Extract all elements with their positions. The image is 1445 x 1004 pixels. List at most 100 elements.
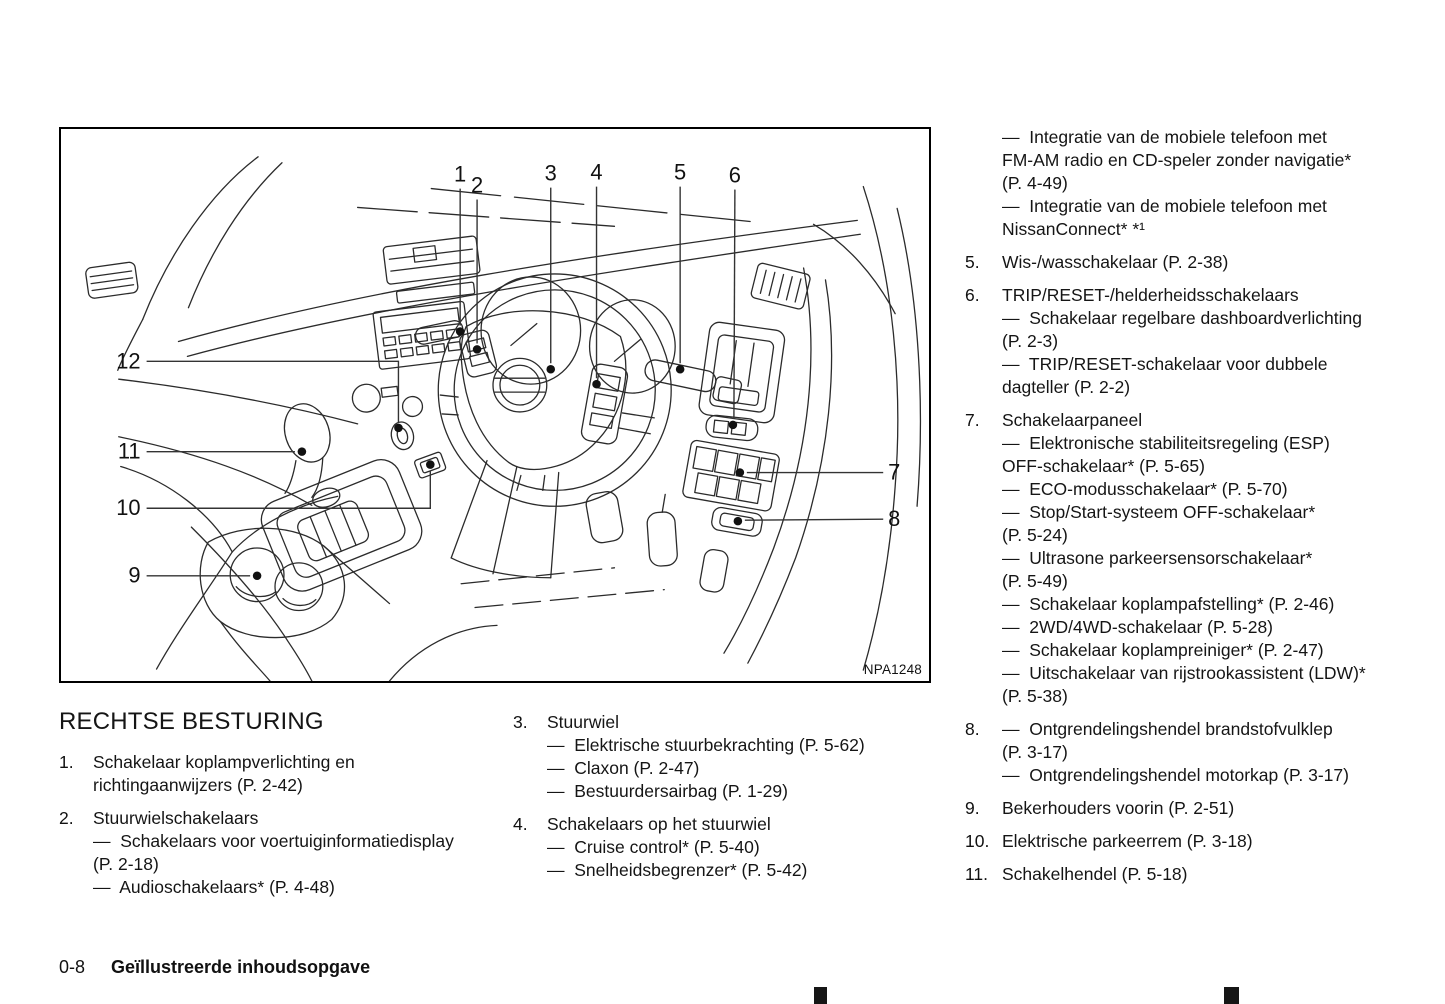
item-line: (P. 5-24) [1002, 525, 1068, 545]
callout-dot [455, 327, 465, 336]
item-number: 11. [965, 864, 989, 884]
item-line: (P. 3-17) [1002, 742, 1068, 762]
callout-number: 11 [118, 439, 141, 464]
item-line: Schakelhendel (P. 5-18) [1002, 864, 1188, 884]
page-edge-tab [1224, 987, 1239, 1004]
list-item: 2. Stuurwielschakelaars — Schakelaars voor… [59, 807, 504, 899]
callout-dot [728, 420, 738, 430]
item-number: 5. [965, 252, 980, 272]
item-line: — TRIP/RESET-schakelaar voor dubbele [1002, 354, 1328, 374]
item-line: — Bestuurdersairbag (P. 1-29) [547, 781, 788, 801]
callout-dot [675, 364, 685, 374]
item-line: (P. 5-49) [1002, 571, 1068, 591]
item-line: — Schakelaar koplampafstelling* (P. 2-46… [1002, 594, 1335, 614]
legend-column-right: — Integratie van de mobiele telefoon met… [965, 126, 1440, 896]
callout-dot [297, 447, 307, 456]
item-line: — Audioschakelaars* (P. 4-48) [93, 877, 335, 897]
callout-number: 6 [729, 163, 741, 188]
list-item: 6. TRIP/RESET-/helderheidsschakelaars — Sc… [965, 284, 1440, 399]
item-line: FM-AM radio en CD-speler zonder navigati… [1002, 150, 1352, 170]
figure-code: NPA1248 [863, 662, 922, 677]
callout-dot [592, 379, 601, 389]
list-item: — Integratie van de mobiele telefoon met… [965, 126, 1440, 241]
callout-dot [735, 468, 745, 477]
callout-number: 1 [454, 162, 466, 187]
item-line: OFF-schakelaar* (P. 5-65) [1002, 456, 1205, 476]
item-line: richtingaanwijzers (P. 2-42) [93, 775, 303, 795]
item-number: 1. [59, 752, 74, 772]
item-line: — Ontgrendelingshendel motorkap (P. 3-17… [1002, 765, 1349, 785]
item-line: TRIP/RESET-/helderheidsschakelaars [1002, 285, 1299, 305]
callout-number: 7 [888, 459, 900, 484]
callout-leader-line [744, 518, 884, 521]
callout-dot [426, 460, 435, 469]
item-number: 3. [513, 712, 528, 732]
item-line: — Ontgrendelingshendel brandstofvulklep [1002, 719, 1333, 739]
callout-leader-line [146, 470, 431, 509]
item-line: — Integratie van de mobiele telefoon met [1002, 196, 1327, 216]
callout-number: 5 [674, 160, 686, 185]
list-item: 9. Bekerhouders voorin (P. 2-51) [965, 797, 1440, 820]
callout-number: 3 [545, 161, 557, 186]
item-line: — Ultrasone parkeersensorschakelaar* [1002, 548, 1313, 568]
item-number: 6. [965, 285, 980, 305]
item-line: — Schakelaars voor voertuiginformatiedis… [93, 831, 454, 851]
item-number: 9. [965, 798, 980, 818]
item-line: — Cruise control* (P. 5-40) [547, 837, 760, 857]
callout-leader-line [733, 189, 736, 419]
item-line: — Schakelaar regelbare dashboardverlicht… [1002, 308, 1362, 328]
item-number: 10. [965, 831, 990, 851]
callout-dot [472, 345, 482, 354]
list-item: 7.Schakelaarpaneel— Elektronische stabil… [965, 409, 1440, 708]
dashboard-line-art [85, 156, 922, 681]
list-item: 10. Elektrische parkeerrem (P. 3-18) [965, 830, 1440, 853]
list-item: 3. Stuurwiel — Elektrische stuurbekrachtin… [513, 711, 953, 803]
callout-leader-line [146, 360, 400, 423]
callout-number: 9 [128, 563, 140, 588]
item-number: 8. [965, 719, 980, 739]
list-item: 5. Wis-/wasschakelaar (P. 2-38) [965, 251, 1440, 274]
item-number: 4. [513, 814, 528, 834]
item-line: Elektrische parkeerrem (P. 3-18) [1002, 831, 1253, 851]
item-line: — Integratie van de mobiele telefoon met [1002, 127, 1327, 147]
page-footer: 0-8 Geïllustreerde inhoudsopgave [59, 957, 370, 978]
item-line: Stuurwiel [547, 712, 619, 732]
item-number [965, 126, 1002, 241]
item-line: — ECO-modusschakelaar* (P. 5-70) [1002, 479, 1288, 499]
item-line: Stuurwielschakelaars [93, 808, 259, 828]
item-line: (P. 2-18) [93, 854, 159, 874]
callout-number: 4 [590, 160, 602, 185]
section-heading: RECHTSE BESTURING [59, 708, 324, 735]
callout-number: 10 [116, 495, 140, 520]
item-line: — Uitschakelaar van rijstrookassistent (… [1002, 663, 1366, 683]
item-line: — 2WD/4WD-schakelaar (P. 5-28) [1002, 617, 1274, 637]
callout-dot [252, 571, 262, 581]
item-line: (P. 5-38) [1002, 686, 1068, 706]
item-line: Schakelaarpaneel [1002, 410, 1143, 430]
list-item: 8. — Ontgrendelingshendel brandstofvulkle… [965, 718, 1440, 787]
item-line: NissanConnect* *¹ [1002, 219, 1145, 239]
callout-number: 12 [116, 348, 140, 373]
callout-number: 8 [888, 506, 900, 531]
item-line: (P. 4-49) [1002, 173, 1068, 193]
item-line: — Snelheidsbegrenzer* (P. 5-42) [547, 860, 808, 880]
item-line: dagteller (P. 2-2) [1002, 377, 1131, 397]
item-line: — Elektrische stuurbekrachting (P. 5-62) [547, 735, 865, 755]
item-number: 2. [59, 808, 74, 828]
callout-number: 2 [471, 173, 483, 198]
callout-dot [733, 516, 743, 526]
item-line: (P. 2-3) [1002, 331, 1059, 351]
item-line: Wis-/wasschakelaar (P. 2-38) [1002, 252, 1229, 272]
item-line: — Stop/Start-systeem OFF-schakelaar* [1002, 502, 1316, 522]
item-line: Bekerhouders voorin (P. 2-51) [1002, 798, 1235, 818]
list-item: 11. Schakelhendel (P. 5-18) [965, 863, 1440, 886]
footer-section-title: Geïllustreerde inhoudsopgave [111, 957, 371, 977]
page-number: 0-8 [59, 957, 86, 977]
list-item: 4.Schakelaars op het stuurwiel— Cruise c… [513, 813, 953, 882]
